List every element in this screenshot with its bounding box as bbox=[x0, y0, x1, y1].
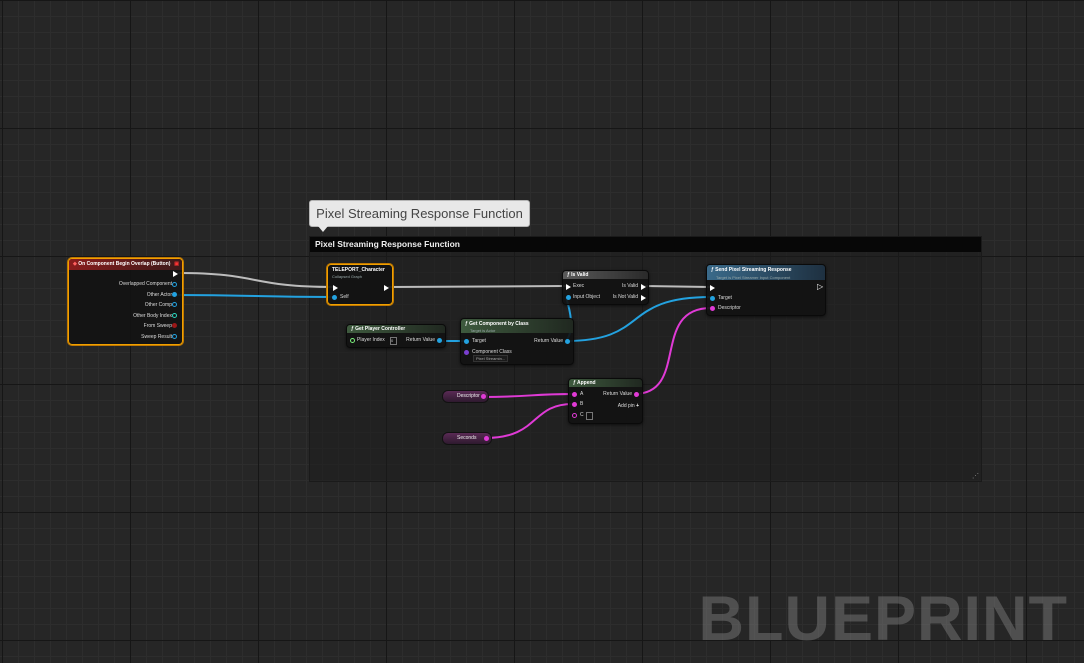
descriptor-variable[interactable]: Descriptor bbox=[442, 390, 489, 403]
send-target-label: Target bbox=[718, 295, 732, 301]
send-response-node[interactable]: ƒ Send Pixel Streaming Response Target i… bbox=[706, 264, 826, 316]
seconds-variable[interactable]: Seconds bbox=[442, 432, 492, 445]
is-valid-exec-label: Exec bbox=[573, 283, 585, 289]
get-component-header: ƒ Get Component by Class Target is Actor bbox=[461, 319, 573, 333]
resize-grip-icon[interactable]: ⋰ bbox=[972, 473, 979, 480]
teleport-node[interactable]: TELEPORT_Character Collapsed Graph Self bbox=[327, 264, 393, 305]
event-title: On Component Begin Overlap (Button) bbox=[78, 261, 171, 267]
pc-return-pin[interactable] bbox=[437, 338, 442, 343]
event-node[interactable]: ◆ On Component Begin Overlap (Button) ▣ … bbox=[68, 258, 183, 345]
get-component-node[interactable]: ƒ Get Component by Class Target is Actor… bbox=[460, 318, 574, 365]
send-exec-out-pin[interactable]: ▷ bbox=[817, 282, 824, 291]
pin-label-other-comp: Other Comp bbox=[144, 302, 172, 308]
get-player-controller-node[interactable]: ƒ Get Player Controller Player Index 0 R… bbox=[346, 324, 446, 348]
append-add-pin-button[interactable]: Add pin + bbox=[618, 403, 639, 409]
is-valid-not-valid-label: Is Not Valid bbox=[612, 294, 638, 300]
teleport-exec-in-pin[interactable] bbox=[333, 285, 338, 291]
is-valid-valid-label: Is Valid bbox=[621, 283, 638, 289]
component-class-label: Component Class bbox=[472, 349, 512, 355]
append-c-pin[interactable] bbox=[572, 413, 577, 418]
get-component-subtitle: Target is Actor bbox=[470, 328, 496, 333]
function-icon: ƒ bbox=[465, 321, 470, 327]
append-c-input[interactable] bbox=[586, 412, 593, 420]
descriptor-variable-label: Descriptor bbox=[457, 393, 480, 399]
get-component-return-label: Return Value bbox=[534, 338, 563, 344]
is-valid-true-pin[interactable] bbox=[641, 284, 646, 290]
get-player-controller-header: ƒ Get Player Controller bbox=[347, 325, 445, 333]
pin-label-other-actor: Other Actor bbox=[146, 292, 172, 298]
is-valid-node[interactable]: ƒ Is Valid Exec Is Valid Input Object Is… bbox=[562, 270, 649, 305]
is-valid-input-label: Input Object bbox=[573, 294, 600, 300]
other-actor-pin[interactable] bbox=[172, 292, 177, 297]
seconds-variable-pin[interactable] bbox=[484, 436, 489, 441]
append-a-label: A bbox=[580, 391, 584, 397]
pin-label-sweep-result: Sweep Result bbox=[141, 334, 172, 340]
teleport-subtitle: Collapsed Graph bbox=[332, 274, 363, 279]
send-response-header: ƒ Send Pixel Streaming Response Target i… bbox=[707, 265, 825, 280]
get-component-title: Get Component by Class bbox=[469, 321, 529, 327]
plus-icon: + bbox=[636, 403, 639, 409]
pc-return-label: Return Value bbox=[406, 337, 435, 343]
get-player-controller-title: Get Player Controller bbox=[355, 326, 406, 332]
append-b-label: B bbox=[580, 401, 584, 407]
event-exec-out-pin[interactable] bbox=[173, 271, 178, 277]
player-index-label: Player Index bbox=[357, 337, 385, 343]
send-target-pin[interactable] bbox=[710, 296, 715, 301]
pin-label-overlapped: Overlapped Component bbox=[118, 281, 172, 287]
add-pin-label: Add pin bbox=[617, 403, 635, 409]
player-index-pin[interactable] bbox=[350, 338, 355, 343]
component-class-pin[interactable] bbox=[464, 350, 469, 355]
overlapped-pin[interactable] bbox=[172, 282, 177, 287]
comment-bubble[interactable]: Pixel Streaming Response Function bbox=[309, 200, 530, 232]
send-descriptor-pin[interactable] bbox=[710, 306, 715, 311]
blueprint-watermark: BLUEPRINT bbox=[698, 584, 1068, 654]
append-header: ƒ Append bbox=[569, 379, 642, 387]
is-valid-header: ƒ Is Valid bbox=[563, 271, 648, 279]
append-node[interactable]: ƒ Append A Return Value B Add pin + C bbox=[568, 378, 643, 424]
teleport-self-pin[interactable] bbox=[332, 295, 337, 300]
event-node-header: ◆ On Component Begin Overlap (Button) ▣ bbox=[69, 259, 182, 270]
comment-header[interactable]: Pixel Streaming Response Function bbox=[310, 237, 981, 252]
function-icon: ƒ bbox=[567, 272, 572, 278]
teleport-exec-out-pin[interactable] bbox=[384, 285, 389, 291]
get-component-target-pin[interactable] bbox=[464, 339, 469, 344]
pin-label-body-index: Other Body Index bbox=[133, 313, 172, 319]
get-component-target-label: Target bbox=[472, 338, 486, 344]
function-icon: ƒ bbox=[351, 326, 356, 332]
from-sweep-pin[interactable] bbox=[172, 323, 177, 328]
is-valid-title: Is Valid bbox=[571, 272, 589, 278]
append-c-label: C bbox=[580, 412, 584, 418]
descriptor-variable-pin[interactable] bbox=[481, 394, 486, 399]
append-a-pin[interactable] bbox=[572, 392, 577, 397]
is-valid-exec-in-pin[interactable] bbox=[566, 284, 571, 290]
function-icon: ƒ bbox=[573, 380, 577, 386]
is-valid-false-pin[interactable] bbox=[641, 295, 646, 301]
event-diamond-icon: ◆ bbox=[73, 261, 79, 267]
event-delegate-icon[interactable]: ▣ bbox=[174, 261, 179, 267]
append-b-pin[interactable] bbox=[572, 402, 577, 407]
is-valid-input-pin[interactable] bbox=[566, 295, 571, 300]
component-class-dropdown[interactable]: Pixel Streamin... bbox=[473, 355, 509, 362]
teleport-node-header: TELEPORT_Character bbox=[328, 265, 392, 276]
teleport-self-label: Self bbox=[340, 294, 349, 300]
send-descriptor-label: Descriptor bbox=[718, 305, 741, 311]
pin-label-from-sweep: From Sweep bbox=[143, 323, 172, 329]
append-return-label: Return Value bbox=[603, 391, 632, 397]
teleport-title: TELEPORT_Character bbox=[332, 267, 385, 273]
append-title: Append bbox=[576, 380, 596, 386]
send-response-title: Send Pixel Streaming Response bbox=[715, 267, 792, 273]
append-return-pin[interactable] bbox=[634, 392, 639, 397]
send-exec-in-pin[interactable] bbox=[710, 285, 715, 291]
function-icon: ƒ bbox=[711, 267, 716, 273]
send-response-subtitle: Target is Pixel Streamer Input Component bbox=[716, 275, 791, 280]
player-index-input[interactable]: 0 bbox=[390, 337, 397, 345]
get-component-return-pin[interactable] bbox=[565, 339, 570, 344]
sweep-result-pin[interactable] bbox=[172, 334, 177, 339]
body-index-pin[interactable] bbox=[172, 313, 177, 318]
seconds-variable-label: Seconds bbox=[457, 435, 477, 441]
other-comp-pin[interactable] bbox=[172, 302, 177, 307]
